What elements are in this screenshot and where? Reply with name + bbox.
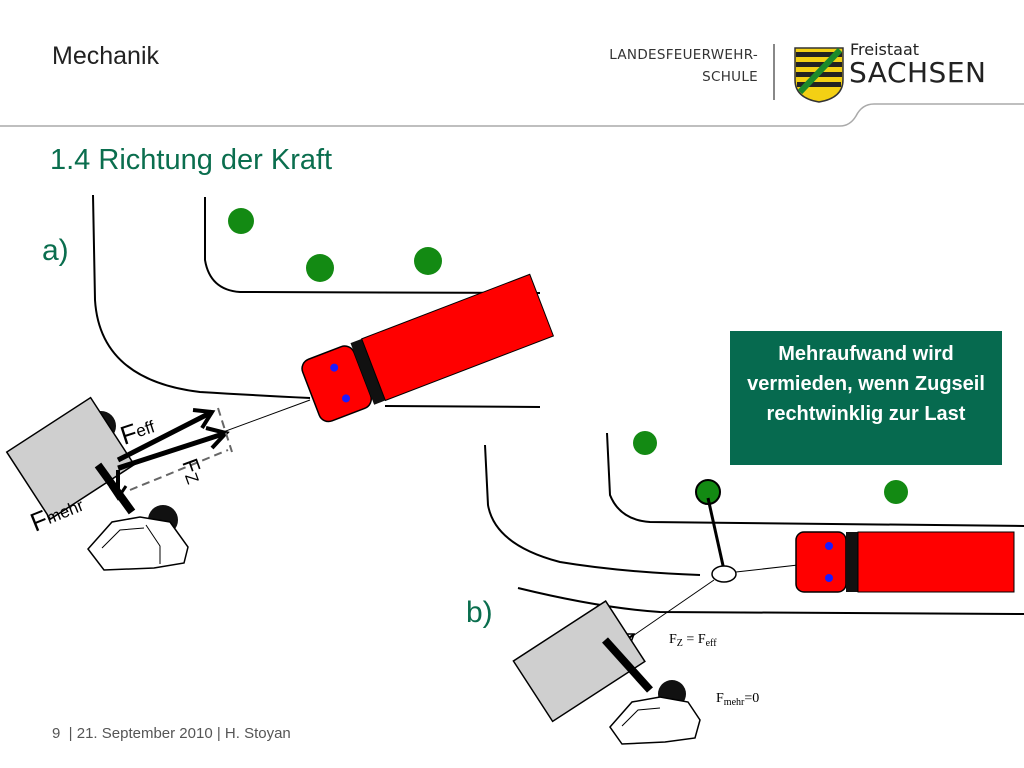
info-box-text: Mehraufwand wird vermieden, wenn Zugseil…: [747, 343, 985, 425]
tanker-b: [512, 600, 701, 745]
label-b: b): [466, 596, 493, 629]
force-eff-arrow: [116, 409, 214, 463]
pulley-b: [711, 565, 737, 583]
force-z-arrow: [117, 430, 227, 471]
red-truck-b: [795, 531, 1015, 593]
logo-freistaat-text: Freistaat: [850, 40, 920, 59]
saxony-coat-of-arms-icon: [794, 47, 844, 103]
lfs-logo: LANDESFEUERWEHR- SCHULE: [600, 44, 758, 88]
tree-a2: [306, 254, 334, 282]
lfs-logo-line2: SCHULE: [702, 69, 758, 85]
formula-fmehr: Fmehr=0: [716, 691, 759, 708]
tree-b3: [884, 480, 908, 504]
page-number: 9: [52, 725, 61, 742]
logo-sachsen-text: SACHSEN: [849, 56, 987, 89]
logo-separator: [773, 44, 775, 100]
slide-title: 1.4 Richtung der Kraft: [50, 144, 333, 176]
header-divider: [0, 103, 1024, 127]
formula-fz-feff: FZ = Feff: [669, 632, 717, 649]
road-a: [92, 194, 541, 408]
footer: 9 | 21. September 2010 | H. Stoyan: [52, 725, 291, 742]
header-title: Mechanik: [52, 42, 159, 70]
anchor-rope-b: [706, 497, 726, 571]
footer-text: | 21. September 2010 | H. Stoyan: [60, 725, 291, 742]
rope-b-to-truck: [735, 564, 799, 573]
tree-a3: [414, 247, 442, 275]
tanker-a: [5, 396, 189, 571]
tree-b1: [633, 431, 657, 455]
lfs-logo-line1: LANDESFEUERWEHR-: [609, 47, 758, 63]
label-a: a): [42, 234, 69, 267]
red-truck-a: [301, 273, 555, 423]
tree-a1: [228, 208, 254, 234]
info-box: Mehraufwand wird vermieden, wenn Zugseil…: [730, 331, 1002, 465]
